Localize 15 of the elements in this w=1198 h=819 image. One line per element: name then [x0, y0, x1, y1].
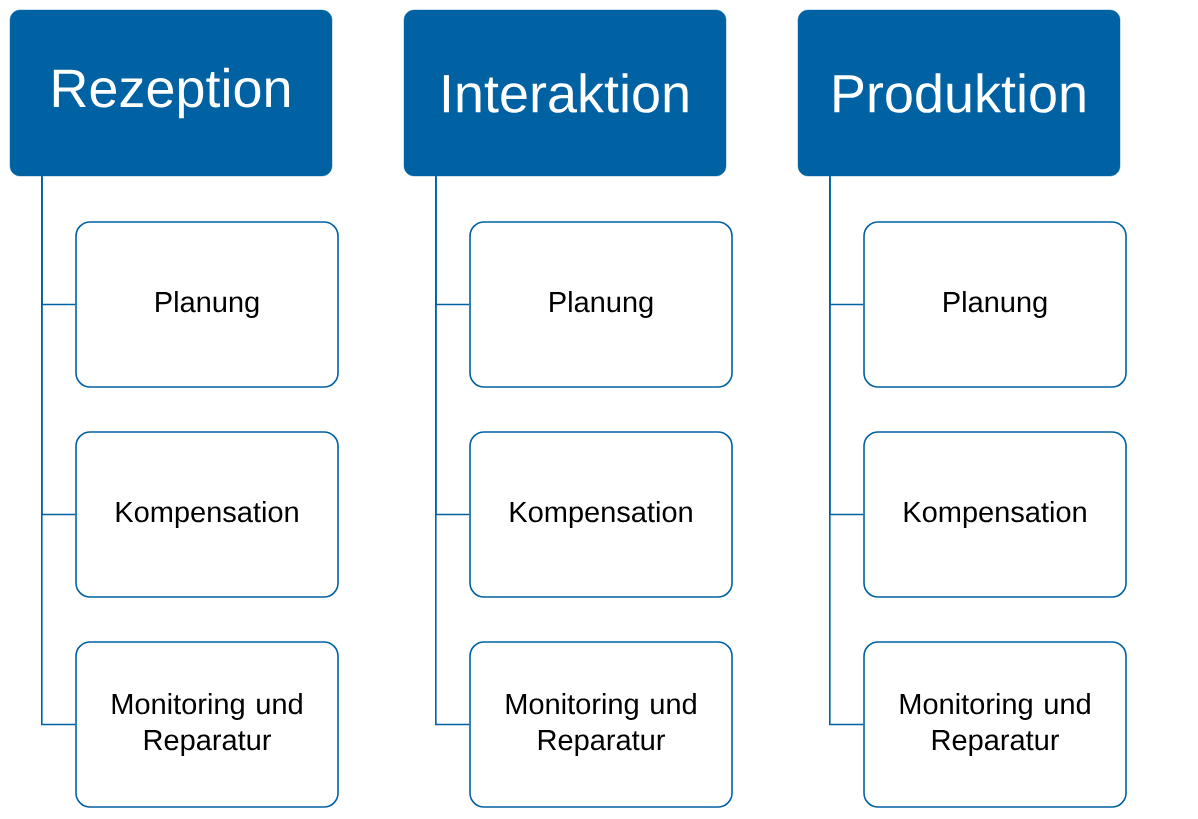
- process-box: Monitoring und Reparatur: [863, 641, 1127, 808]
- connector-line: [435, 175, 470, 726]
- process-box: Kompensation: [469, 431, 733, 598]
- header-box: Produktion: [797, 9, 1121, 177]
- process-box: Planung: [75, 221, 339, 388]
- header-box: Rezeption: [9, 9, 333, 177]
- header-box: Interaktion: [403, 9, 727, 177]
- process-box: Kompensation: [863, 431, 1127, 598]
- process-box: Monitoring und Reparatur: [75, 641, 339, 808]
- process-box: Planung: [863, 221, 1127, 388]
- connector-line: [829, 175, 864, 726]
- process-box: Monitoring und Reparatur: [469, 641, 733, 808]
- process-box: Planung: [469, 221, 733, 388]
- connector-line: [41, 175, 76, 726]
- process-box: Kompensation: [75, 431, 339, 598]
